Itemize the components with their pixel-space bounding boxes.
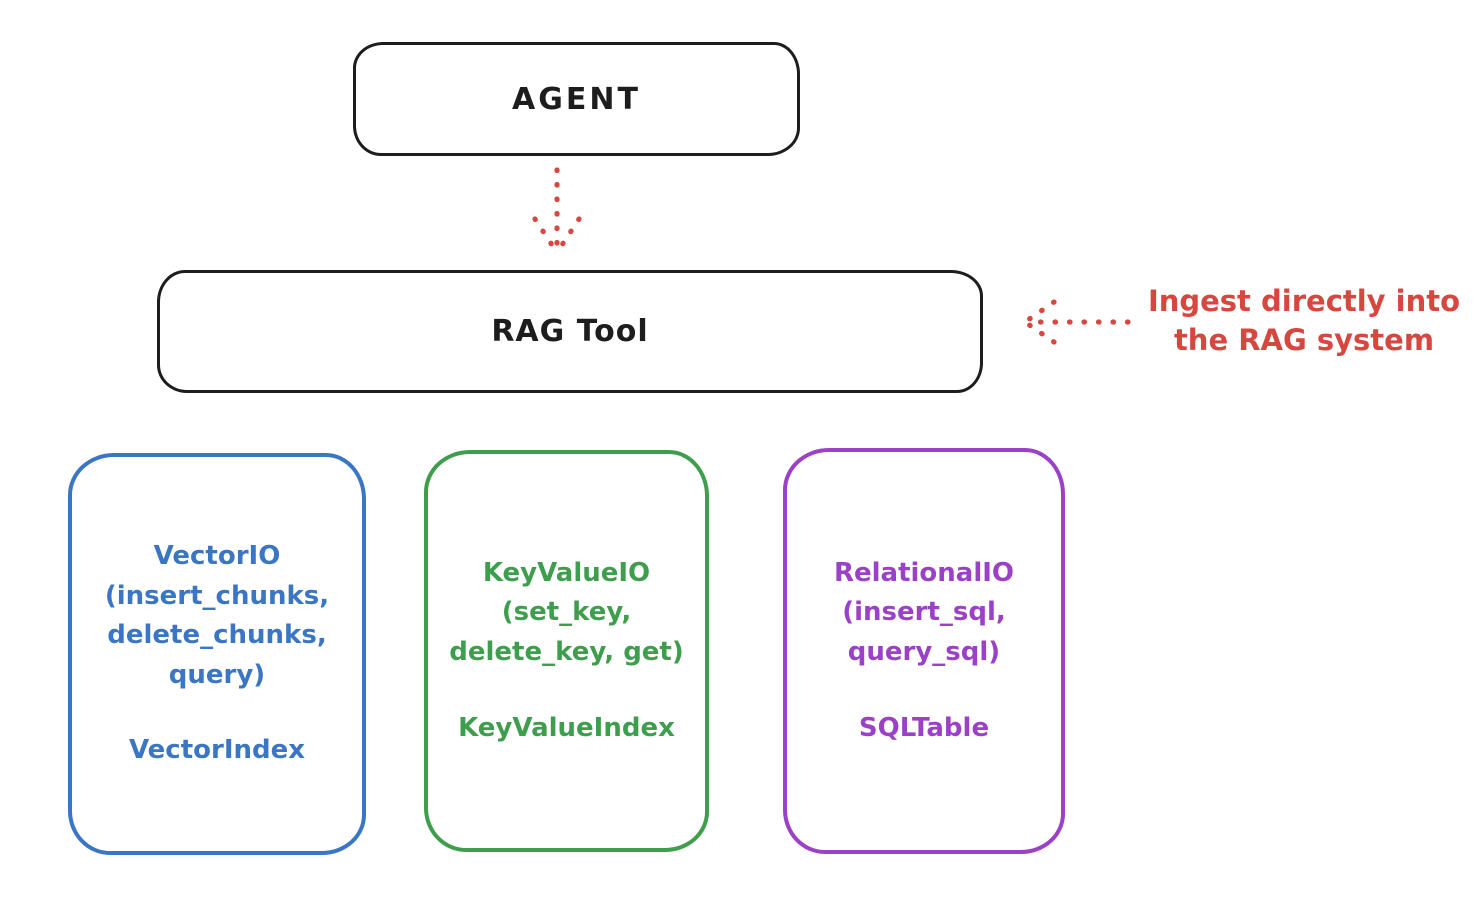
vector-io-card: VectorIO (insert_chunks, delete_chunks, … (68, 453, 366, 855)
vector-io-text: VectorIO (insert_chunks, delete_chunks, … (104, 541, 330, 690)
relational-io-card: RelationalIO (insert_sql, query_sql) SQL… (783, 448, 1065, 854)
vector-index-text: VectorIndex (128, 735, 306, 766)
keyvalue-io-text: KeyValueIO (set_key, delete_key, get) (449, 557, 684, 667)
rag-tool-label: RAG Tool (491, 314, 649, 349)
rag-tool-box: RAG Tool (157, 270, 983, 393)
agent-box: AGENT (353, 42, 800, 156)
dotted-arrow-left-icon (1022, 299, 1131, 345)
ingest-annotation-text: Ingest directly into the RAG system (1147, 284, 1461, 358)
dotted-arrow-down-icon (532, 167, 582, 254)
relational-io-text: RelationalIO (insert_sql, query_sql) (833, 557, 1015, 667)
relational-index-text: SQLTable (858, 712, 990, 743)
keyvalue-io-card: KeyValueIO (set_key, delete_key, get) Ke… (424, 450, 709, 852)
agent-label: AGENT (512, 81, 641, 117)
keyvalue-index-text: KeyValueIndex (458, 712, 675, 743)
